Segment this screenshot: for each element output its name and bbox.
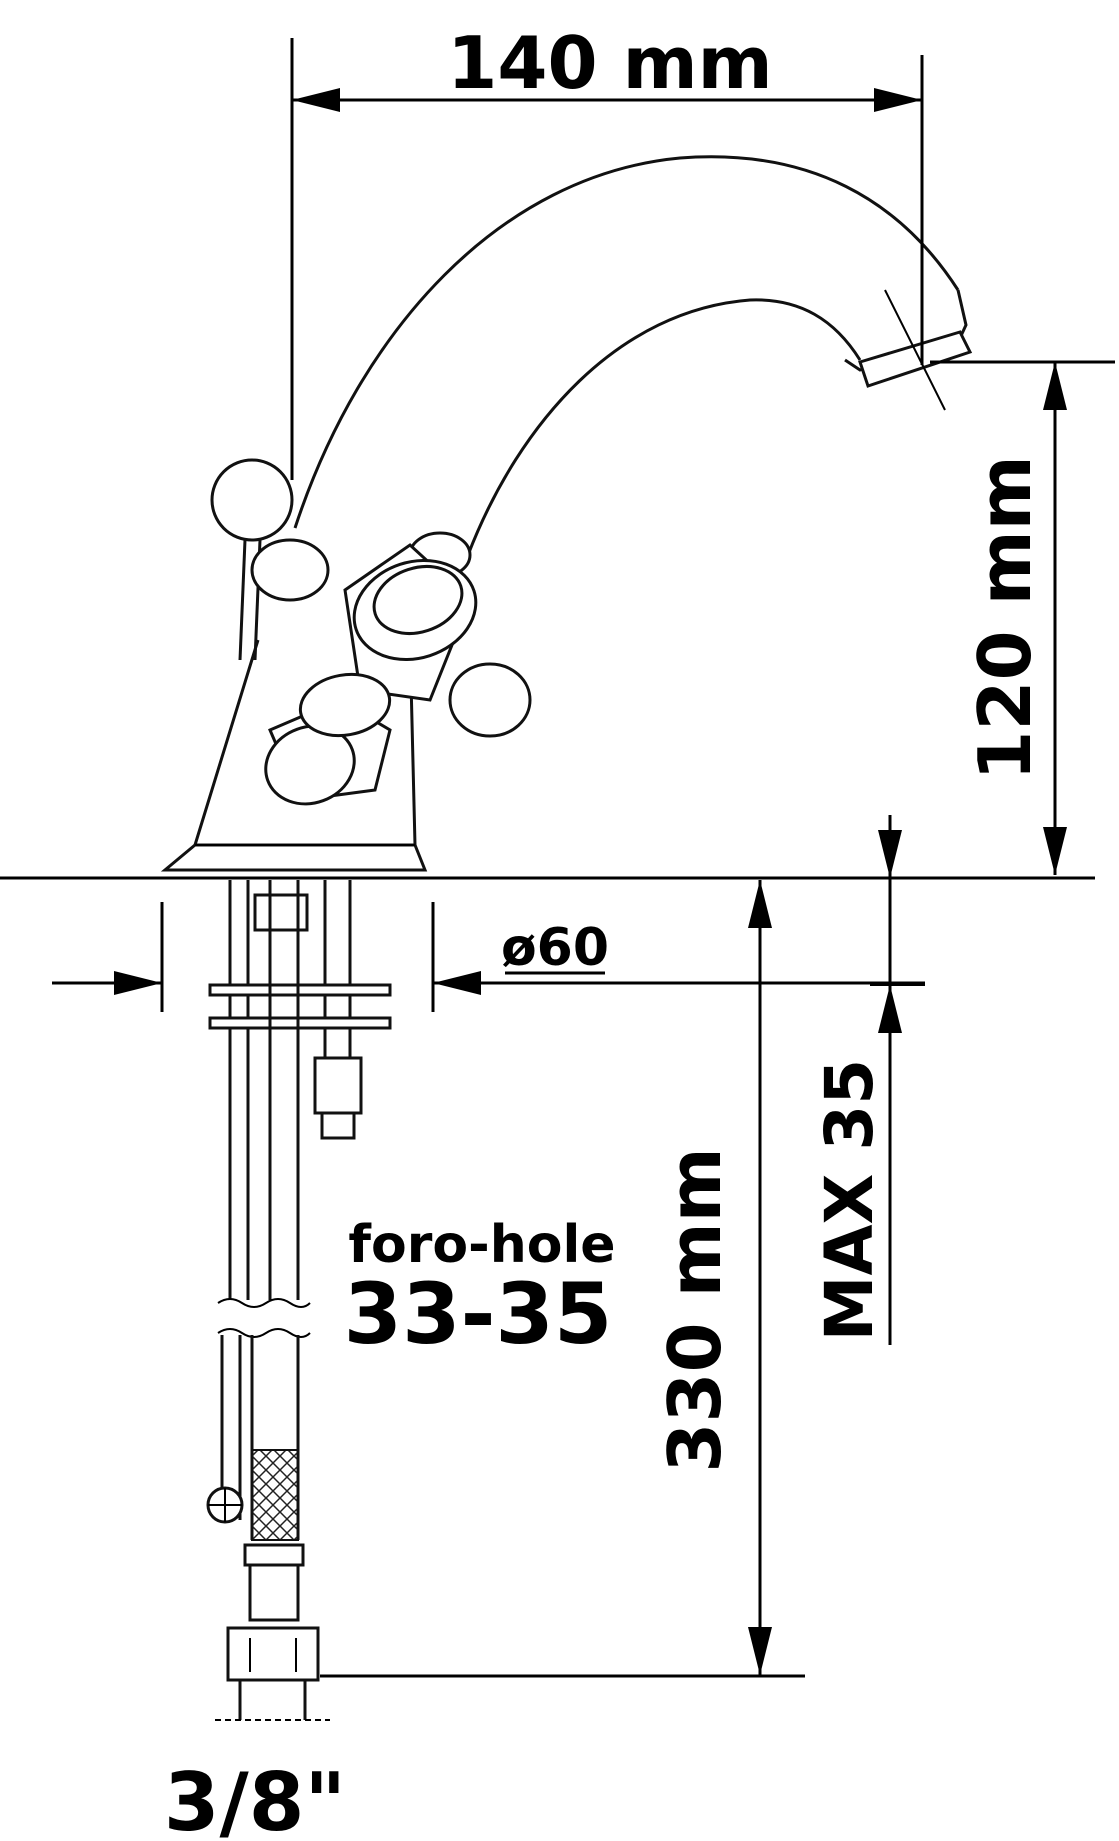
connection-size-label: 3/8" [164, 1756, 346, 1841]
hole-size: 33-35 [344, 1265, 613, 1363]
dimension-hose-length: 330 mm [320, 880, 805, 1678]
hole-label: foro-hole [348, 1215, 615, 1275]
cross-handle-rear [250, 531, 532, 738]
spout-reach-label: 140 mm [447, 21, 772, 105]
hose-length-label: 330 mm [653, 1147, 737, 1472]
dimension-spout-reach: 140 mm [290, 21, 924, 480]
dimension-spout-height: 120 mm [930, 360, 1115, 875]
spout-height-label: 120 mm [963, 455, 1047, 780]
supply-hose [206, 880, 330, 1721]
hole-note: foro-hole 33-35 [344, 1215, 616, 1363]
mounting-shank [208, 880, 392, 1300]
faucet-spout [293, 155, 973, 556]
pop-up-lever [210, 458, 294, 661]
dimension-base-diameter: ø60 [52, 902, 925, 1012]
base-diameter-label: ø60 [501, 918, 609, 978]
cross-handle-front [264, 672, 392, 806]
max-thickness-label: MAX 35 [811, 1059, 888, 1341]
dimension-max-thickness: MAX 35 [811, 815, 925, 1345]
